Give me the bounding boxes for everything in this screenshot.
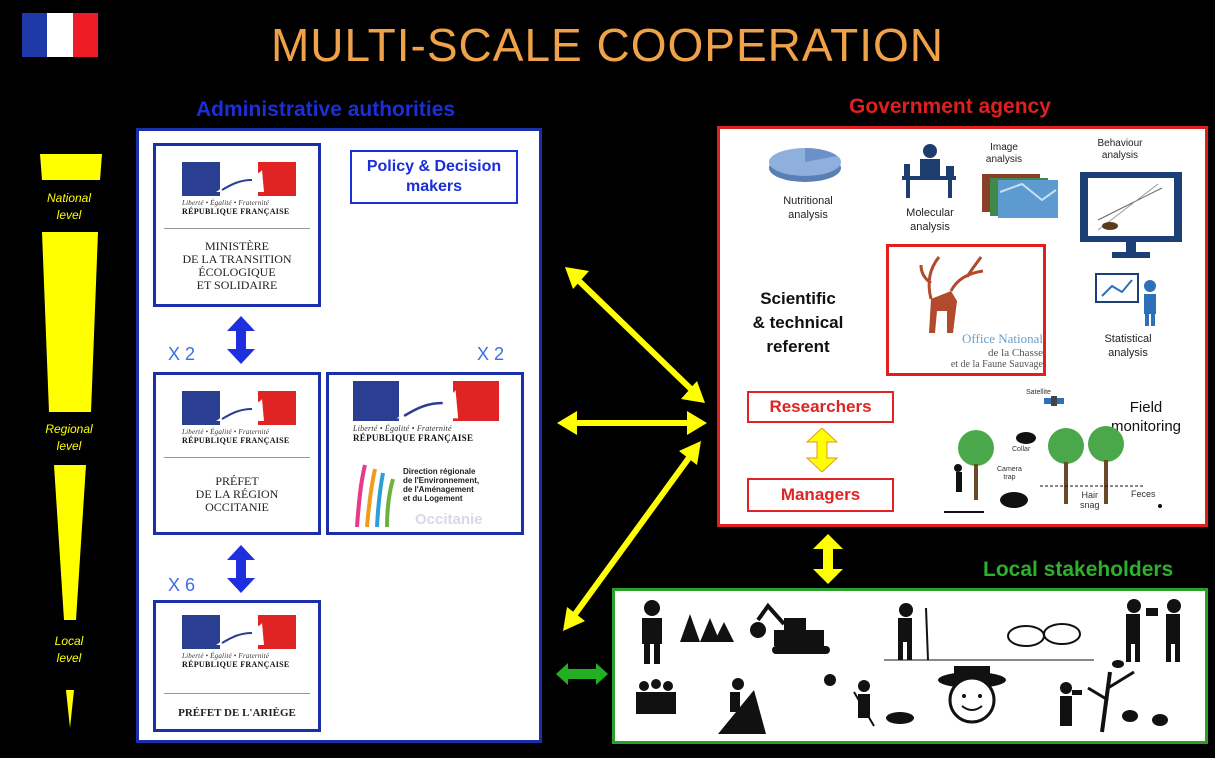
republique-francaise-logo: Liberté • Égalité • Fraternité RÉPUBLIQU… — [182, 615, 296, 669]
stakeholder-pictograms — [636, 599, 1181, 734]
lab-scientist-icon — [902, 144, 956, 198]
satellite-icon — [1044, 396, 1064, 406]
region-multiplier: X 2 — [168, 344, 196, 364]
regional-scale-segment — [42, 232, 98, 412]
oncfs-box: Office National de la Chasse et de la Fa… — [886, 244, 1046, 376]
deer-logo-icon — [919, 256, 984, 333]
prefet-ariege-name: PRÉFET DE L'ARIÈGE — [178, 707, 296, 719]
satellite-images-icon — [982, 174, 1058, 218]
policy-decision-label: Policy & Decision makers — [350, 150, 518, 204]
stakeholders-title: Local stakeholders — [983, 558, 1174, 581]
region-department-arrow — [227, 545, 255, 593]
birdwatcher-icon — [1060, 660, 1168, 733]
admin-agency-arrow-middle — [557, 411, 707, 435]
excavator-icon — [750, 602, 830, 654]
ranger-face-icon — [938, 666, 1006, 724]
researchers-managers-arrow — [806, 428, 838, 472]
satellite-label: Satellite — [1026, 389, 1051, 396]
stakeholders-agency-arrow — [563, 441, 701, 631]
agency-stakeholders-arrow — [813, 534, 843, 584]
dreal-multiplier: X 2 — [477, 344, 505, 364]
monitor-icon — [1080, 172, 1182, 258]
hunter-dog-icon — [824, 674, 914, 727]
local-scale-segment — [54, 465, 86, 620]
field-monitoring-icon — [944, 426, 1162, 513]
crowd-icon — [636, 679, 676, 714]
admin-stakeholders-arrow — [556, 663, 608, 685]
agency-title: Government agency — [849, 95, 1051, 118]
local-scale-tip — [66, 690, 74, 728]
national-scale-segment — [40, 154, 102, 180]
managers-label: Managers — [747, 478, 894, 512]
republique-francaise-logo: Liberté • Égalité • Fraternité RÉPUBLIQU… — [182, 162, 296, 216]
researchers-label: Researchers — [747, 391, 894, 423]
shepherd-icon — [884, 603, 1094, 661]
collar-label: Collar — [1012, 446, 1031, 453]
scale-bar — [40, 154, 102, 728]
dreal-region: Occitanie — [415, 511, 483, 528]
prefet-region-box: Liberté • Égalité • Fraternité RÉPUBLIQU… — [153, 372, 321, 535]
climber-icon — [718, 678, 766, 734]
department-multiplier: X 6 — [168, 575, 196, 595]
oncfs-name: Office National de la Chasse et de la Fa… — [950, 331, 1043, 370]
dreal-box: Liberté • Égalité • Fraternité RÉPUBLIQU… — [326, 372, 524, 535]
feces-label: Feces — [1131, 489, 1156, 499]
photographers-icon — [1126, 599, 1181, 662]
forester-icon — [642, 600, 734, 664]
republique-francaise-logo: Liberté • Égalité • Fraternité RÉPUBLIQU… — [353, 381, 499, 443]
cooperation-arrows — [557, 267, 707, 631]
prefet-ariege-box: Liberté • Égalité • Fraternité RÉPUBLIQU… — [153, 600, 321, 732]
republique-francaise-logo: Liberté • Égalité • Fraternité RÉPUBLIQU… — [182, 391, 296, 445]
french-flag-icon — [22, 13, 98, 57]
admin-agency-arrow-top — [565, 267, 705, 403]
ministry-region-arrow — [227, 316, 255, 364]
pie-chart-icon — [769, 148, 841, 182]
dreal-logo-icon — [355, 464, 395, 528]
admin-title: Administrative authorities — [196, 98, 456, 121]
page-title: MULTI-SCALE COOPERATION — [270, 19, 945, 71]
statistics-presenter-icon — [1095, 273, 1156, 326]
ministry-box: Liberté • Égalité • Fraternité RÉPUBLIQU… — [153, 143, 321, 307]
